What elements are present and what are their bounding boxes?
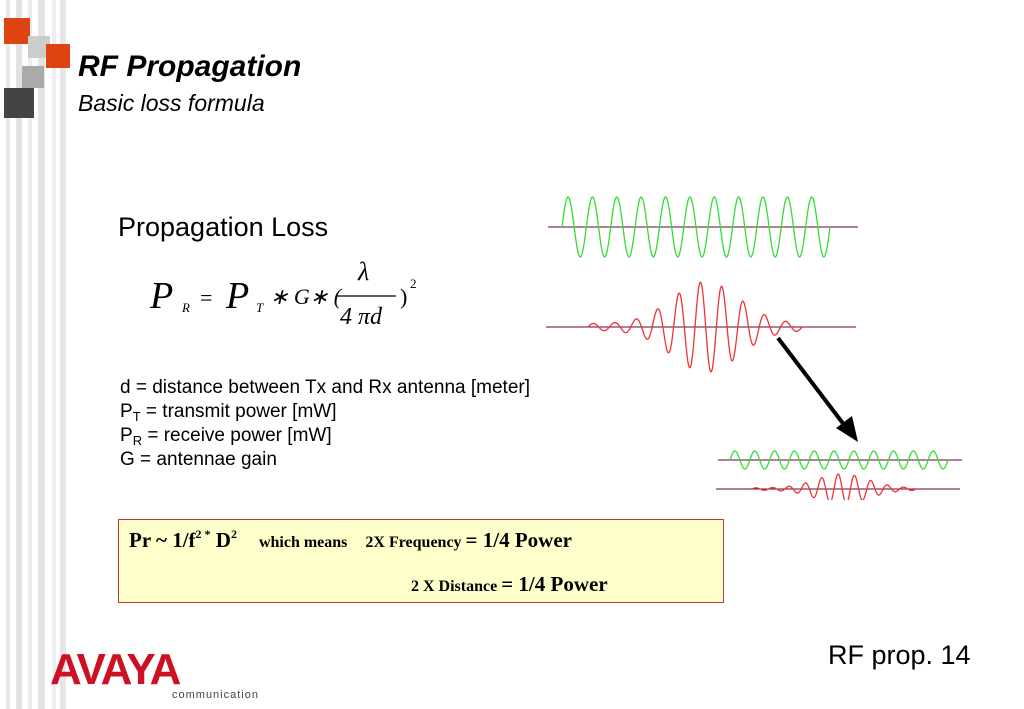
formula-close-paren: ) bbox=[400, 284, 407, 309]
propagation-loss-formula: P R = P T ∗ G∗ ( λ 4 πd ) 2 bbox=[149, 258, 417, 330]
summary-row-frequency: Pr ~ 1/f2 * D2 which means 2X Frequency … bbox=[129, 527, 572, 552]
formula-equals: = bbox=[200, 285, 212, 310]
formula-rhs-symbol: P bbox=[225, 275, 249, 317]
formula-denominator: 4 πd bbox=[340, 304, 383, 330]
attenuation-arrow-shaft bbox=[776, 336, 850, 432]
wave-diagram bbox=[546, 196, 962, 500]
slide-title: RF Propagation bbox=[78, 50, 302, 83]
header-squares-decoration bbox=[4, 18, 70, 118]
definition-g: G = antennae gain bbox=[120, 449, 277, 470]
logo-tagline-text: communication bbox=[172, 689, 259, 701]
left-decorative-stripes bbox=[6, 0, 66, 709]
red-wave-small bbox=[751, 473, 917, 500]
freq-label: 2X Frequency bbox=[365, 534, 462, 551]
green-wave-small bbox=[729, 450, 949, 470]
red-wave-large bbox=[587, 281, 803, 373]
avaya-logo: AVAYA communication bbox=[50, 646, 259, 701]
summary-row-distance: 2 X Distance = 1/4 Power bbox=[411, 572, 608, 597]
freq-result: = 1/4 Power bbox=[465, 528, 572, 552]
formula-exponent: 2 bbox=[410, 276, 417, 291]
definition-pt: PT = transmit power [mW] bbox=[120, 401, 337, 424]
formula-lhs-symbol: P bbox=[149, 275, 173, 317]
formula-lhs-sub: R bbox=[181, 300, 190, 315]
definitions-list: d = distance between Tx and Rx antenna [… bbox=[120, 376, 530, 472]
which-means-text: which means bbox=[258, 534, 348, 551]
green-wave-large bbox=[561, 196, 831, 258]
section-heading: Propagation Loss bbox=[118, 212, 329, 242]
dist-label: 2 X Distance bbox=[411, 578, 498, 595]
formula-gain-term: ∗ G∗ ( bbox=[270, 284, 343, 309]
formula-numerator: λ bbox=[357, 258, 369, 286]
arrow-head-icon bbox=[836, 416, 858, 442]
logo-brand-text: AVAYA bbox=[50, 646, 181, 694]
definition-pr: PR = receive power [mW] bbox=[120, 425, 332, 448]
slide-subtitle: Basic loss formula bbox=[78, 90, 265, 116]
formula-rhs-sub: T bbox=[256, 300, 264, 315]
dist-result: = 1/4 Power bbox=[501, 572, 608, 596]
definition-d: d = distance between Tx and Rx antenna [… bbox=[120, 377, 530, 398]
page-label: RF prop. 14 bbox=[828, 640, 971, 670]
summary-box: Pr ~ 1/f2 * D2 which means 2X Frequency … bbox=[118, 519, 724, 603]
